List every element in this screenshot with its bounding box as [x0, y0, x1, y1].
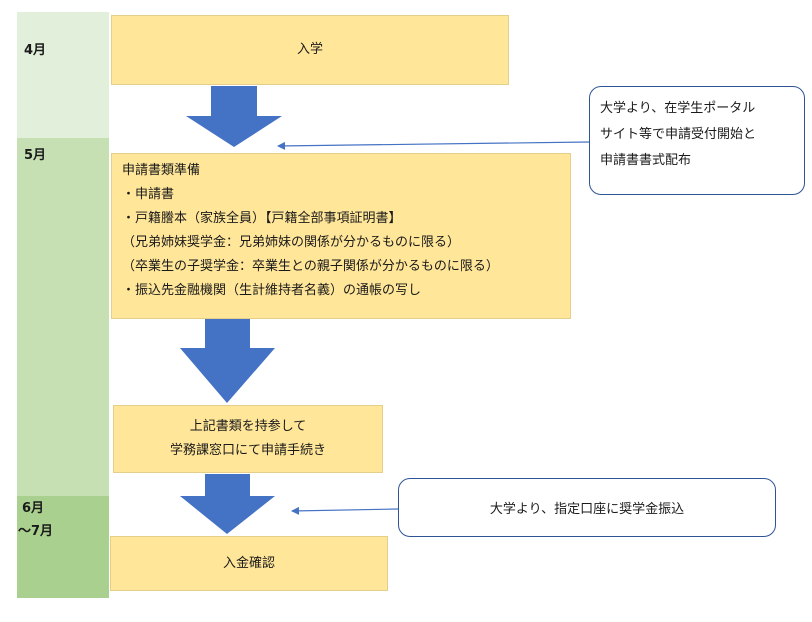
- documents-item: （兄弟姉妹奨学金：兄弟姉妹の関係が分かるものに限る）: [122, 235, 461, 250]
- callout-portal-line-2: サイト等で申請受付開始と: [600, 127, 757, 142]
- payment-confirm-label: 入金確認: [222, 555, 275, 571]
- step-enrollment: 入学: [111, 15, 509, 85]
- documents-item: ・振込先金融機関（生計維持者名義）の通帳の写し: [122, 283, 422, 298]
- submit-line-2: 学務課窓口にて申請手続き: [169, 443, 326, 458]
- month-label-may: 5月: [24, 148, 47, 163]
- documents-title: 申請書類準備: [122, 163, 201, 178]
- month-label-june: 6月: [22, 501, 45, 516]
- step-payment-confirm: 入金確認: [110, 536, 388, 591]
- connector-transfer: [291, 506, 399, 515]
- step-enrollment-label: 入学: [296, 42, 323, 57]
- callout-portal-line-3: 申請書書式配布: [600, 153, 692, 168]
- callout-portal-line-1: 大学より、在学生ポータル: [600, 101, 756, 116]
- down-arrow-2: [180, 318, 275, 403]
- connector-portal: [277, 141, 590, 150]
- documents-item: （卒業生の子奨学金：卒業生との親子関係が分かるものに限る）: [122, 259, 499, 274]
- month-band-may: [17, 138, 109, 496]
- documents-item: ・戸籍謄本（家族全員）【戸籍全部事項証明書】: [122, 211, 402, 226]
- month-label-july: ～7月: [18, 524, 54, 539]
- month-band-april: [17, 12, 109, 138]
- callout-portal: 大学より、在学生ポータル サイト等で申請受付開始と 申請書書式配布: [589, 86, 805, 195]
- submit-line-1: 上記書類を持参して: [189, 419, 307, 434]
- step-documents: 申請書類準備 ・申請書 ・戸籍謄本（家族全員）【戸籍全部事項証明書】 （兄弟姉妹…: [111, 153, 571, 319]
- callout-transfer: 大学より、指定口座に奨学金振込: [398, 478, 776, 537]
- documents-item: ・申請書: [122, 187, 175, 202]
- month-band-june-july: [17, 496, 109, 598]
- down-arrow-1: [186, 86, 282, 147]
- callout-transfer-text: 大学より、指定口座に奨学金振込: [489, 502, 685, 517]
- step-submit: 上記書類を持参して 学務課窓口にて申請手続き: [113, 405, 383, 473]
- month-label-april: 4月: [24, 43, 47, 58]
- down-arrow-3: [180, 474, 275, 534]
